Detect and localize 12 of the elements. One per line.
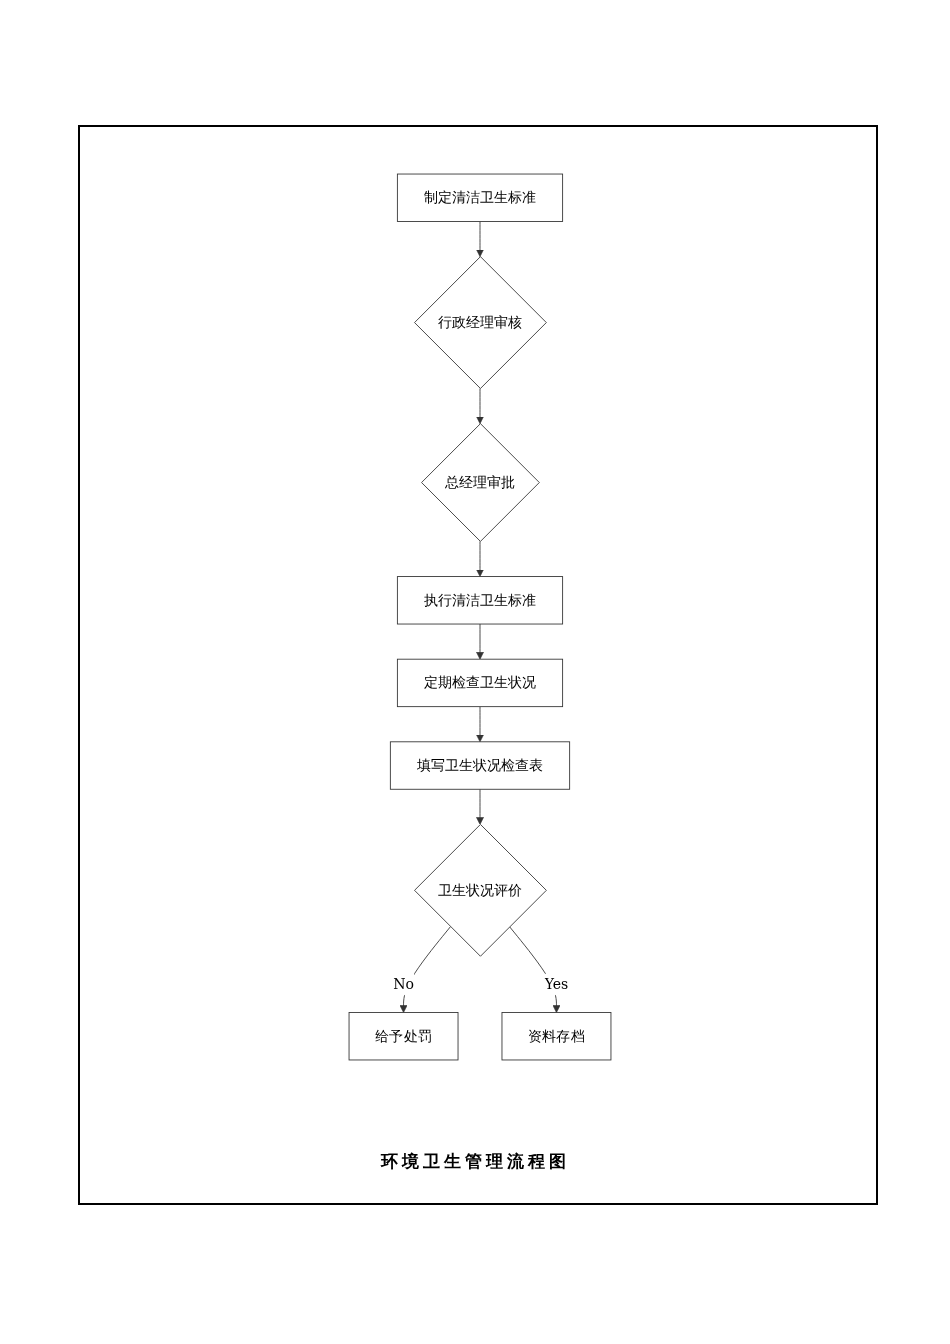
node-box [396,658,564,708]
node-diamond [414,823,547,957]
node-box [348,1012,459,1061]
edge-label: No [393,975,414,993]
node-box [396,576,564,625]
node-box [389,741,571,790]
caption: 环境卫生管理流程图 [379,1150,571,1173]
node-diamond [421,423,540,542]
node-diamond [414,256,547,389]
node-box [396,173,564,222]
node-box [501,1012,612,1061]
edge-label: Yes [544,975,569,993]
